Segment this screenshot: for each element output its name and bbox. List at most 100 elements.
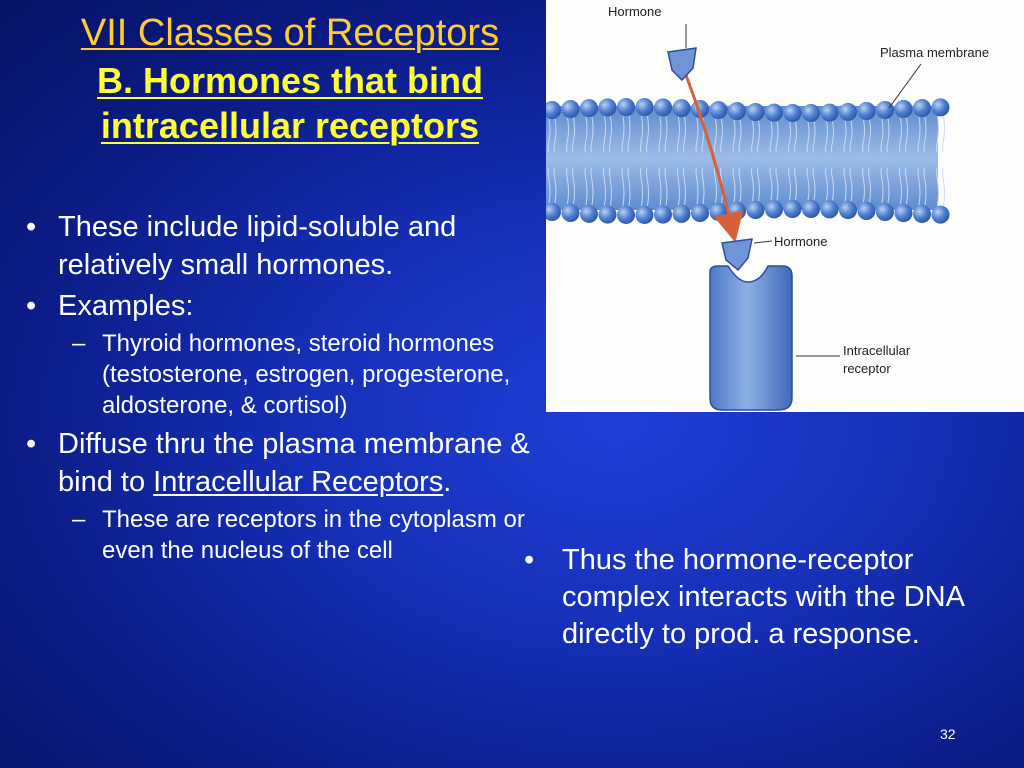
lipid-tail xyxy=(584,116,588,153)
phospholipid-head-bottom xyxy=(802,200,820,219)
lipid-tail xyxy=(553,118,557,153)
lipid-tail xyxy=(683,117,686,153)
lipid-tail xyxy=(603,116,606,153)
lipid-tail xyxy=(806,121,810,153)
lipid-tail xyxy=(627,115,631,153)
phospholipid-heads-bottom xyxy=(546,200,950,224)
lipid-tail xyxy=(683,167,686,205)
phospholipid-head-bottom xyxy=(580,204,598,223)
phospholipid-head-bottom xyxy=(746,201,765,220)
phospholipid-head-bottom xyxy=(561,204,580,223)
phospholipid-head-top xyxy=(876,100,894,119)
bullet-list: These include lipid-soluble and relative… xyxy=(24,208,534,570)
lipid-tail xyxy=(695,117,699,153)
phospholipid-head-top xyxy=(913,99,931,118)
phospholipid-head-top xyxy=(746,102,765,121)
hormone-icon-top xyxy=(667,47,697,82)
right-bullet-list: Thus the hormone-receptor complex intera… xyxy=(522,542,1012,656)
lipid-tail xyxy=(572,167,575,205)
lipid-tail xyxy=(775,121,779,153)
lipid-tail xyxy=(590,116,594,153)
lipid-tail xyxy=(603,167,606,206)
lipid-tail xyxy=(640,167,643,207)
phospholipid-head-bottom xyxy=(913,204,931,223)
hormone-icon-bound xyxy=(721,238,753,272)
phospholipid-heads-top xyxy=(546,98,950,122)
lipid-tail xyxy=(627,167,631,207)
lipid-tail xyxy=(658,116,662,153)
receptor-diagram: Hormone Plasma membrane Hormone Intracel… xyxy=(546,0,1024,412)
phospholipid-head-bottom xyxy=(931,205,950,224)
phospholipid-head-top xyxy=(857,101,876,120)
lipid-tail xyxy=(880,167,884,204)
lipid-tail xyxy=(757,120,760,153)
phospholipid-head-top xyxy=(617,98,635,117)
page-number: 32 xyxy=(940,726,956,742)
bullet-diffuse-text: Diffuse thru the plasma membrane & bind … xyxy=(58,428,530,498)
bullet-diffuse-suffix: . xyxy=(443,466,452,498)
lipid-tail xyxy=(899,167,902,205)
label-receptor-line1: Intracellular xyxy=(843,343,911,358)
lipid-tail xyxy=(917,116,921,153)
lipid-tail xyxy=(590,167,594,206)
lipid-tail xyxy=(794,121,797,153)
lipid-tail xyxy=(553,167,557,204)
title-block: VII Classes of Receptors B. Hormones tha… xyxy=(0,12,580,146)
lipid-tail xyxy=(788,167,791,201)
lipid-tail xyxy=(714,118,717,153)
lipid-tail xyxy=(831,167,834,201)
lipid-tail xyxy=(849,120,853,153)
phospholipid-head-top xyxy=(820,103,839,122)
lipid-tail xyxy=(862,119,865,153)
phospholipid-head-top xyxy=(802,103,820,122)
phospholipid-head-top xyxy=(672,99,691,118)
lipid-tail xyxy=(751,120,754,153)
phospholipid-head-bottom xyxy=(839,201,857,220)
slide-title: VII Classes of Receptors xyxy=(80,12,500,54)
lipid-tail xyxy=(775,167,779,201)
intracellular-receptor-shape xyxy=(709,265,793,411)
lipid-tail xyxy=(751,167,754,202)
bullet-diffuse: Diffuse thru the plasma membrane & bind … xyxy=(24,425,534,501)
lipid-tails xyxy=(547,115,945,207)
lipid-tail xyxy=(621,167,625,207)
phospholipid-head-bottom xyxy=(783,200,802,219)
lipid-tail xyxy=(640,115,643,153)
lipid-tail xyxy=(794,167,797,201)
lipid-tail xyxy=(572,117,575,153)
sub-bullet-receptor-location: These are receptors in the cytoplasm or … xyxy=(24,504,534,566)
phospholipid-head-bottom xyxy=(709,202,728,221)
lipid-tail xyxy=(923,167,927,206)
diffusion-arrow xyxy=(684,74,744,243)
lipid-tail xyxy=(547,118,551,153)
phospholipid-head-top xyxy=(635,98,654,117)
plasma-membrane-leader xyxy=(888,63,922,109)
lipid-tail xyxy=(843,167,847,202)
phospholipid-head-top xyxy=(598,98,617,117)
lipid-tail xyxy=(886,167,890,204)
bullet-lipid-soluble: These include lipid-soluble and relative… xyxy=(24,208,534,284)
lipid-tail xyxy=(732,119,736,153)
lipid-tail xyxy=(806,167,810,201)
lipid-tail xyxy=(769,121,773,153)
phospholipid-head-bottom xyxy=(857,202,876,221)
phospholipid-head-bottom xyxy=(894,204,913,223)
phospholipid-head-bottom xyxy=(546,203,561,221)
phospholipid-head-bottom xyxy=(820,200,839,219)
phospholipid-head-top xyxy=(839,102,857,121)
phospholipid-head-bottom xyxy=(691,204,709,223)
phospholipid-head-top xyxy=(580,99,598,118)
lipid-tail xyxy=(843,120,847,153)
lipid-tail xyxy=(695,167,699,205)
lipid-tail xyxy=(917,167,921,206)
bullet-dna-interaction: Thus the hormone-receptor complex intera… xyxy=(522,542,1012,653)
lipid-tail xyxy=(658,167,662,206)
lipid-tail xyxy=(738,119,742,153)
phospholipid-head-bottom xyxy=(598,205,617,224)
phospholipid-head-bottom xyxy=(672,204,691,223)
slide-subtitle-line1: B. Hormones that bind xyxy=(97,59,483,101)
phospholipid-head-top xyxy=(728,102,746,121)
lipid-tail xyxy=(905,117,908,153)
phospholipid-head-bottom xyxy=(654,205,672,224)
label-plasma-membrane: Plasma membrane xyxy=(880,45,989,60)
